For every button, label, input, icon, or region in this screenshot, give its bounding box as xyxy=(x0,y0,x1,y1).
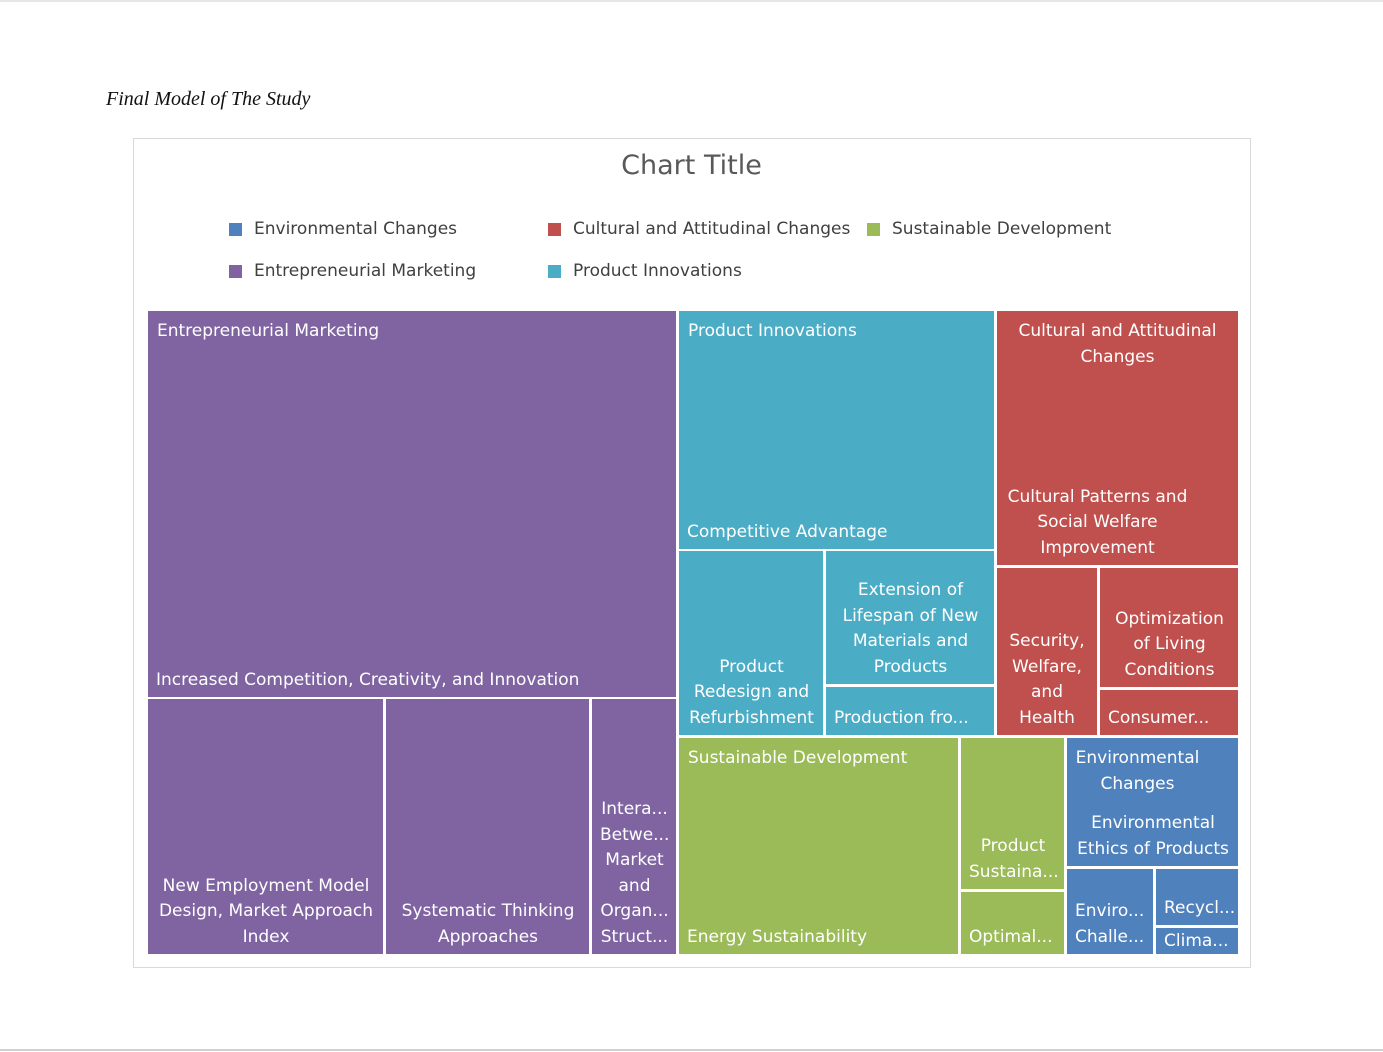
group-header-environmental-changes: Environmental Changes xyxy=(1075,748,1200,794)
treemap-tile-recycling: Recycl... xyxy=(1156,869,1238,925)
tile-label: Extension of Lifespan of New Materials a… xyxy=(842,580,979,677)
treemap-tile-lifespan-extension: Extension of Lifespan of New Materials a… xyxy=(826,551,994,684)
group-header-sustainable-development: Sustainable Development xyxy=(688,748,908,768)
treemap-tile-production-from: Production fro... xyxy=(826,687,994,735)
legend-label: Product Innovations xyxy=(573,261,742,281)
group-header-product-innovations: Product Innovations xyxy=(688,321,857,341)
treemap-tile-new-employment-model: New Employment Model Design, Market Appr… xyxy=(148,699,383,954)
treemap-tile-product-sustainability: Product Sustaina... xyxy=(961,738,1064,889)
legend-label: Cultural and Attitudinal Changes xyxy=(573,219,851,239)
legend-label: Entrepreneurial Marketing xyxy=(254,261,477,281)
treemap-tile-systematic-thinking: Systematic Thinking Approaches xyxy=(386,699,589,954)
figure-caption: Final Model of The Study xyxy=(106,88,311,110)
top-border xyxy=(0,0,1383,2)
treemap-tile-increased-competition: Entrepreneurial Marketing Increased Comp… xyxy=(148,311,676,697)
group-header-entrepreneurial-marketing: Entrepreneurial Marketing xyxy=(157,321,380,341)
treemap-tile-climate: Clima... xyxy=(1156,928,1238,954)
chart-title: Chart Title xyxy=(621,150,762,181)
treemap-tile-security-welfare-health: Security, Welfare, and Health xyxy=(997,568,1097,735)
group-header-cultural-and-attitudinal-changes: Cultural and Attitudinal Changes xyxy=(1018,321,1217,367)
tile-label: Optimal... xyxy=(969,926,1053,947)
legend-swatch-product-innovations xyxy=(548,264,561,278)
tile-label: Systematic Thinking Approaches xyxy=(401,901,575,947)
tile-label: Consumer... xyxy=(1108,707,1210,728)
legend-item-environmental-changes: Environmental Changes xyxy=(229,219,457,239)
tile-label: Production fro... xyxy=(834,707,969,728)
tile-label: Enviro... Challe... xyxy=(1075,901,1145,947)
legend-swatch-environmental-changes xyxy=(229,222,242,236)
tile-label: Environmental Ethics of Products xyxy=(1077,813,1229,859)
tile-label: Competitive Advantage xyxy=(687,521,888,542)
treemap-tile-product-redesign: Product Redesign and Refurbishment xyxy=(679,551,823,735)
treemap-tile-competitive-advantage: Product Innovations Competitive Advantag… xyxy=(679,311,994,549)
legend-swatch-sustainable-development xyxy=(867,222,880,236)
legend-label: Environmental Changes xyxy=(254,219,458,239)
tile-label: Optimization of Living Conditions xyxy=(1115,608,1224,680)
treemap-tile-energy-sustainability: Sustainable Development Energy Sustainab… xyxy=(679,738,958,954)
tile-label: Product Redesign and Refurbishment xyxy=(689,656,814,728)
tile-label: Product Sustaina... xyxy=(969,836,1059,882)
tile-label: Clima... xyxy=(1164,930,1229,951)
legend-swatch-cultural-and-attitudinal-changes xyxy=(548,222,561,236)
tile-label: Security, Welfare, and Health xyxy=(1009,631,1085,728)
tile-label: New Employment Model Design, Market Appr… xyxy=(158,875,374,947)
tile-label: Energy Sustainability xyxy=(687,926,868,947)
treemap-tile-cultural-patterns: Cultural and Attitudinal Changes Cultura… xyxy=(997,311,1238,565)
bottom-border xyxy=(0,1049,1383,1051)
legend-swatch-entrepreneurial-marketing xyxy=(229,264,242,278)
treemap-tile-environmental-ethics: Environmental Changes Environmental Ethi… xyxy=(1067,738,1238,866)
tile-label: Recycl... xyxy=(1164,897,1236,918)
treemap-tile-interaction-market-organization: Intera... Betwe... Market and Organ... S… xyxy=(592,699,676,954)
treemap-tile-consumer: Consumer... xyxy=(1100,690,1238,735)
treemap-tile-optimization-living: Optimization of Living Conditions xyxy=(1100,568,1238,687)
treemap-tile-environmental-challenges: Enviro... Challe... xyxy=(1067,869,1153,954)
legend-item-sustainable-development: Sustainable Development xyxy=(867,219,1111,239)
legend-label: Sustainable Development xyxy=(892,219,1112,239)
tile-label: Increased Competition, Creativity, and I… xyxy=(156,669,580,690)
legend-item-product-innovations: Product Innovations xyxy=(548,261,742,281)
tile-label: Cultural Patterns and Social Welfare Imp… xyxy=(1007,486,1188,558)
legend-item-cultural-and-attitudinal-changes: Cultural and Attitudinal Changes xyxy=(548,219,850,239)
treemap-tile-optimal: Optimal... xyxy=(961,892,1064,954)
legend-item-entrepreneurial-marketing: Entrepreneurial Marketing xyxy=(229,261,476,281)
tile-label: Intera... Betwe... Market and Organ... S… xyxy=(600,799,670,947)
